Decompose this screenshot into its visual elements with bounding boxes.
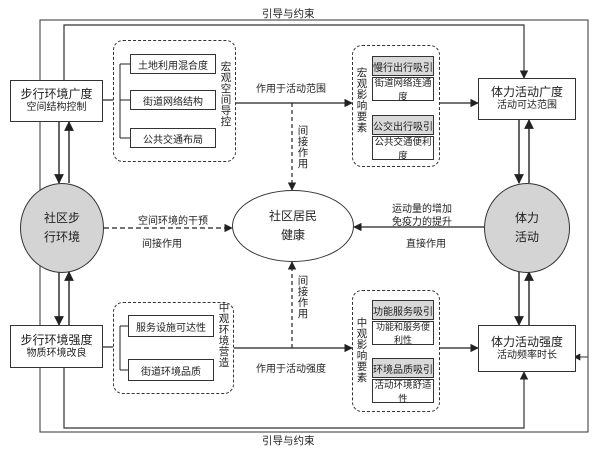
macro-control-label: 宏观空间导控 xyxy=(220,61,232,129)
meso-creation-item: 服务设施可达性 xyxy=(128,315,214,337)
pa-intensity-title: 体力活动强度 xyxy=(490,334,563,349)
pa-intensity-subtitle: 活动频率时长 xyxy=(497,349,557,361)
spatial-intervention-label: 空间环境的干预 xyxy=(138,216,208,227)
macro-factor-header: 慢行出行吸引 xyxy=(372,56,434,76)
top-feedback-line xyxy=(63,24,529,80)
meso-factor-header: 功能服务吸引 xyxy=(372,300,434,320)
physical-activity-node: 体力 活动 xyxy=(484,183,570,273)
walk-intensity-box: 步行环境强度 物质环境改良 xyxy=(10,325,103,368)
indirect-top-label: 间接作用 xyxy=(297,125,309,171)
immunity-boost-label: 免疫力的提升 xyxy=(392,217,452,228)
acts-on-range-label: 作用于活动范围 xyxy=(256,84,326,95)
resident-health-line1: 社区居民 xyxy=(268,208,317,223)
macro-factor-item: 公共交通便利度 xyxy=(372,136,434,162)
acts-on-intensity-label: 作用于活动强度 xyxy=(256,364,326,375)
meso-factor-header: 环境品质吸引 xyxy=(372,358,434,378)
right-rail-top xyxy=(39,19,589,357)
walk-intensity-subtitle: 物质环境改良 xyxy=(26,347,87,359)
walk-breadth-subtitle: 空间结构控制 xyxy=(26,102,87,114)
bottom-feedback-line xyxy=(63,368,529,429)
walk-breadth-box: 步行环境广度 空间结构控制 xyxy=(10,80,103,122)
physical-activity-line1: 体力 xyxy=(514,210,539,225)
meso-factors-group xyxy=(352,290,440,412)
macro-factor-header: 公交出行吸引 xyxy=(372,115,434,135)
indirect-bottom-label: 间接作用 xyxy=(297,275,309,321)
macro-control-item: 土地利用混合度 xyxy=(130,54,216,74)
macro-control-item: 公共交通布局 xyxy=(130,128,216,148)
meso-factor-item: 功能和服务便利性 xyxy=(372,321,434,346)
physical-activity-line2: 活动 xyxy=(514,230,539,244)
meso-factors-label: 中观影响要素 xyxy=(356,317,368,385)
pa-breadth-box: 体力活动广度 活动可达范围 xyxy=(478,78,576,120)
macro-control-group xyxy=(113,40,236,162)
macro-factors-label: 宏观影响要素 xyxy=(356,67,368,135)
top-feedback-label: 引导与约束 xyxy=(262,8,315,20)
community-env-line2: 行环境 xyxy=(43,230,80,244)
pa-breadth-title: 体力活动广度 xyxy=(490,85,563,100)
community-env-line1: 社区步 xyxy=(43,210,80,225)
walk-breadth-title: 步行环境广度 xyxy=(20,87,93,102)
meso-creation-label: 中观环境营造 xyxy=(218,302,230,370)
resident-health-node: 社区居民 健康 xyxy=(232,190,354,262)
macro-factors-group xyxy=(352,45,440,167)
macro-factor-item: 街道网络连通度 xyxy=(372,77,434,103)
community-env-node: 社区步 行环境 xyxy=(20,183,104,273)
meso-creation-item: 街道环境品质 xyxy=(128,359,214,381)
walk-intensity-title: 步行环境强度 xyxy=(20,332,93,347)
meso-creation-group xyxy=(113,302,234,394)
exercise-increase-label: 运动量的增加 xyxy=(392,204,452,215)
pa-intensity-box: 体力活动强度 活动频率时长 xyxy=(478,325,576,372)
indirect-left-label: 间接作用 xyxy=(142,239,182,250)
resident-health-line2: 健康 xyxy=(280,228,305,242)
meso-factor-item: 活动环境舒适性 xyxy=(372,379,434,405)
bottom-feedback-label: 引导与约束 xyxy=(262,435,315,447)
pa-breadth-subtitle: 活动可达范围 xyxy=(497,100,557,112)
direct-effect-label: 直接作用 xyxy=(406,239,446,250)
macro-control-item: 街道网络结构 xyxy=(130,90,216,110)
